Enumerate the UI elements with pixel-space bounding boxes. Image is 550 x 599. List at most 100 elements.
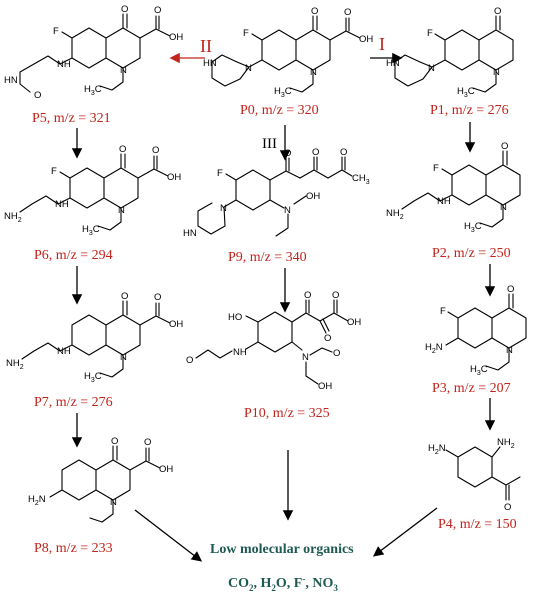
nitrogen-atom-label: N [310, 67, 317, 78]
fluorine-atom-label: F [51, 166, 57, 177]
route-iii-label: III [262, 136, 277, 152]
amino-label: NH2 [497, 437, 515, 450]
oxygen-atom-label: O [154, 292, 161, 303]
hydroxyl-label: OH [318, 381, 332, 392]
fluorine-atom-label: F [433, 163, 439, 174]
oxygen-atom-label: O [121, 4, 128, 15]
oxygen-atom-label: O [34, 90, 41, 101]
amino-label: H2N [425, 342, 443, 355]
oxygen-atom-label: O [186, 355, 193, 366]
molecule-p1: O F HN N N H3C [386, 6, 514, 99]
final-products-line2: CO2, H2O, F-, NO3 [228, 574, 338, 593]
methyl-label: CH3 [352, 173, 370, 186]
route-ii-label: II [200, 36, 212, 56]
methyl-label: H3C [457, 86, 475, 99]
fluorine-atom-label: F [440, 306, 446, 317]
oxygen-atom-label: O [344, 7, 351, 18]
amine-label: HN [203, 58, 217, 69]
oxygen-atom-label: O [121, 291, 128, 302]
p1-label: P1, m/z = 276 [430, 103, 509, 118]
p10-label: P10, m/z = 325 [244, 406, 330, 421]
oxygen-atom-label: O [312, 147, 319, 158]
oxygen-atom-label: O [119, 144, 126, 155]
oxygen-atom-label: O [324, 333, 331, 344]
p8-to-final-arrow [134, 509, 203, 562]
nitrogen-atom-label: N [284, 205, 291, 216]
nitrogen-atom-label: N [302, 352, 309, 363]
oxygen-atom-label: O [144, 437, 151, 448]
p3-label: P3, m/z = 207 [432, 381, 511, 396]
hydroxyl-label: OH [169, 32, 183, 43]
p8-label: P8, m/z = 233 [34, 541, 113, 556]
oxygen-atom-label: O [304, 290, 311, 301]
amino-label: NH2 [4, 211, 22, 224]
route-i-label: I [379, 34, 385, 54]
oxygen-atom-label: O [152, 145, 159, 156]
molecule-p3: O F H2N N H3C [425, 284, 527, 377]
p5-label: P5, m/z = 321 [32, 111, 111, 126]
nitrogen-atom-label: N [493, 67, 500, 78]
nitrogen-atom-label: N [220, 203, 227, 214]
p4-to-final-arrow [372, 507, 438, 557]
p9-label: P9, m/z = 340 [228, 250, 307, 265]
oxygen-atom-label: O [111, 436, 118, 447]
molecule-p4: H2N NH2 O [428, 437, 521, 513]
nitrogen-atom-label: N [500, 202, 507, 213]
nitrogen-atom-label: N [428, 63, 435, 74]
methyl-label: H3C [82, 224, 100, 237]
amine-label: HN [183, 228, 197, 239]
fluorine-atom-label: F [243, 28, 249, 39]
molecule-p2: O F NH N NH2 H3C [386, 141, 521, 234]
fluorine-atom-label: F [427, 28, 433, 39]
p4-label: P4, m/z = 150 [438, 517, 517, 532]
hydroxyl-label: OH [159, 464, 173, 475]
molecule-p9: O O O CH3 F N OH N HN [183, 147, 370, 239]
oxygen-atom-label: O [501, 141, 508, 152]
molecule-p5: O O OH F NH N HN O H3C [4, 4, 183, 101]
nitrogen-atom-label: N [120, 65, 127, 76]
amine-label: NH [437, 196, 451, 207]
oxygen-atom-label: O [284, 148, 291, 159]
methyl-label: H3C [84, 84, 102, 97]
amine-label: NH [233, 347, 247, 358]
oxygen-atom-label: O [507, 284, 514, 295]
fluorine-atom-label: F [217, 168, 223, 179]
molecule-p6: O O OH F NH N NH2 H3C [4, 144, 181, 237]
nitrogen-atom-label: N [120, 352, 127, 363]
oxygen-atom-label: O [494, 6, 501, 17]
molecule-p7: O O OH NH N NH2 H3C [6, 291, 183, 384]
p6-label: P6, m/z = 294 [34, 248, 113, 263]
nitrogen-atom-label: N [118, 205, 125, 216]
p2-label: P2, m/z = 250 [432, 246, 511, 261]
oxygen-atom-label: O [332, 290, 339, 301]
hydroxyl-label: OH [359, 34, 373, 45]
methyl-label: H3C [84, 371, 102, 384]
oxygen-atom-label: O [333, 348, 340, 359]
fluorine-atom-label: F [53, 26, 59, 37]
amine-label: HN [386, 58, 400, 69]
oxygen-atom-label: O [154, 5, 161, 16]
amino-label: H2N [28, 494, 46, 507]
hydroxyl-label: HO [228, 312, 242, 323]
methyl-label: H3C [464, 221, 482, 234]
oxygen-atom-label: O [340, 147, 347, 158]
nitrogen-atom-label: N [506, 345, 513, 356]
amino-label: NH2 [6, 358, 24, 371]
molecule-p8: O O OH H2N N [28, 436, 173, 523]
hydroxyl-label: OH [169, 319, 183, 330]
methyl-label: H3C [274, 86, 292, 99]
molecule-p10: O O O OH HO NH O N O OH [186, 290, 361, 392]
amine-label: NH [57, 346, 71, 357]
amine-label: NH [55, 199, 69, 210]
hydroxyl-label: OH [306, 191, 320, 202]
final-products-line1: Low molecular organics [210, 542, 354, 557]
hydroxyl-label: OH [347, 317, 361, 328]
p0-label: P0, m/z = 320 [240, 103, 319, 118]
amine-label: NH [57, 59, 71, 70]
p7-label: P7, m/z = 276 [34, 395, 113, 410]
nitrogen-atom-label: N [110, 497, 117, 508]
oxygen-atom-label: O [504, 502, 511, 513]
amino-label: H2N [428, 443, 446, 456]
nitrogen-atom-label: N [245, 63, 252, 74]
